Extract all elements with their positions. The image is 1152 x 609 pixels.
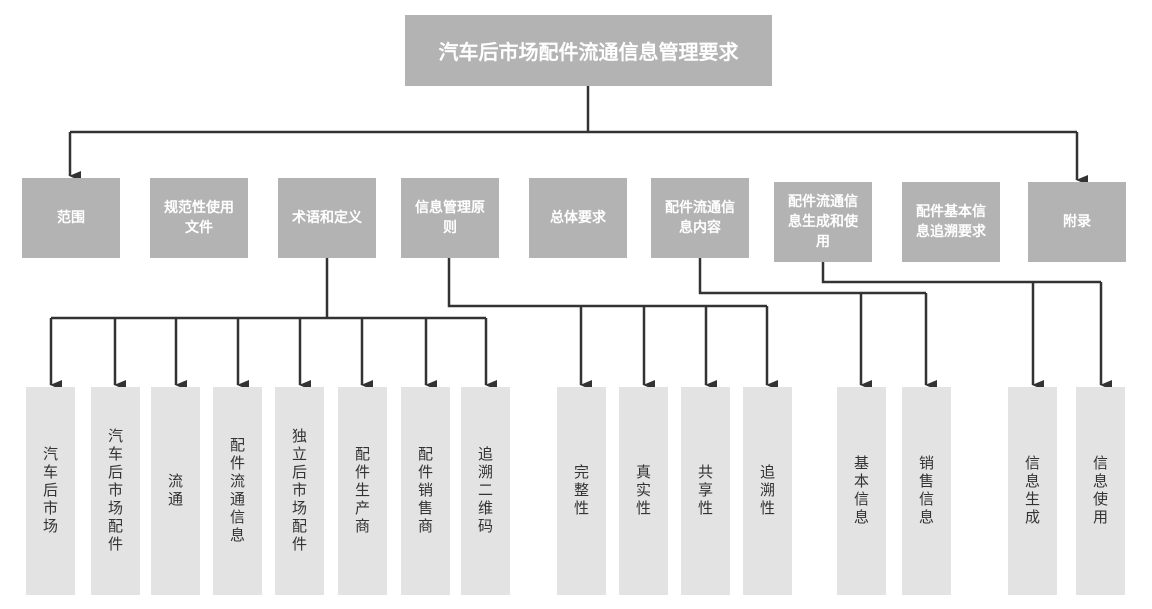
leaf-term[interactable]: 汽车后市场 xyxy=(26,387,75,595)
leaf-term[interactable]: 汽车后市场配件 xyxy=(91,387,140,595)
leaf-label: 共享性 xyxy=(696,464,714,518)
leaf-label: 配件流通信息 xyxy=(228,437,246,545)
leaf-label: 汽车后市场 xyxy=(41,446,59,536)
leaf-label: 配件销售商 xyxy=(416,446,434,536)
leaf-label: 信息使用 xyxy=(1091,455,1109,527)
leaf-content[interactable]: 基本信息 xyxy=(837,387,886,595)
leaf-term[interactable]: 独立后市场配件 xyxy=(275,387,324,595)
leaf-generation[interactable]: 信息使用 xyxy=(1076,387,1125,595)
leaf-label: 追溯二维码 xyxy=(476,446,494,536)
leaf-label: 销售信息 xyxy=(917,455,935,527)
leaf-label: 汽车后市场配件 xyxy=(106,428,124,554)
leaf-content[interactable]: 销售信息 xyxy=(902,387,951,595)
section-traceability[interactable]: 配件基本信息追溯要求 xyxy=(902,182,1000,262)
leaf-label: 真实性 xyxy=(634,464,652,518)
section-normative-documents[interactable]: 规范性使用文件 xyxy=(150,178,248,258)
leaf-term[interactable]: 流通 xyxy=(151,387,200,595)
section-appendix[interactable]: 附录 xyxy=(1028,182,1126,262)
section-management-principles[interactable]: 信息管理原则 xyxy=(401,178,499,258)
leaf-principle[interactable]: 共享性 xyxy=(681,387,730,595)
leaf-label: 配件生产商 xyxy=(353,446,371,536)
leaf-label: 流通 xyxy=(166,473,184,509)
leaf-principle[interactable]: 追溯性 xyxy=(743,387,792,595)
leaf-term[interactable]: 追溯二维码 xyxy=(461,387,510,595)
leaf-label: 独立后市场配件 xyxy=(290,428,308,554)
section-circulation-content[interactable]: 配件流通信息内容 xyxy=(651,178,749,258)
section-terms-definitions[interactable]: 术语和定义 xyxy=(278,178,376,258)
leaf-term[interactable]: 配件流通信息 xyxy=(213,387,262,595)
section-general-requirements[interactable]: 总体要求 xyxy=(529,178,627,258)
leaf-label: 追溯性 xyxy=(758,464,776,518)
section-generation-use[interactable]: 配件流通信息生成和使用 xyxy=(774,182,872,262)
leaf-generation[interactable]: 信息生成 xyxy=(1008,387,1057,595)
leaf-principle[interactable]: 完整性 xyxy=(557,387,606,595)
leaf-label: 信息生成 xyxy=(1023,455,1041,527)
leaf-label: 基本信息 xyxy=(852,455,870,527)
leaf-label: 完整性 xyxy=(572,464,590,518)
leaf-term[interactable]: 配件生产商 xyxy=(338,387,387,595)
leaf-principle[interactable]: 真实性 xyxy=(619,387,668,595)
leaf-term[interactable]: 配件销售商 xyxy=(401,387,450,595)
section-scope[interactable]: 范围 xyxy=(22,178,120,258)
root-node[interactable]: 汽车后市场配件流通信息管理要求 xyxy=(405,15,772,86)
